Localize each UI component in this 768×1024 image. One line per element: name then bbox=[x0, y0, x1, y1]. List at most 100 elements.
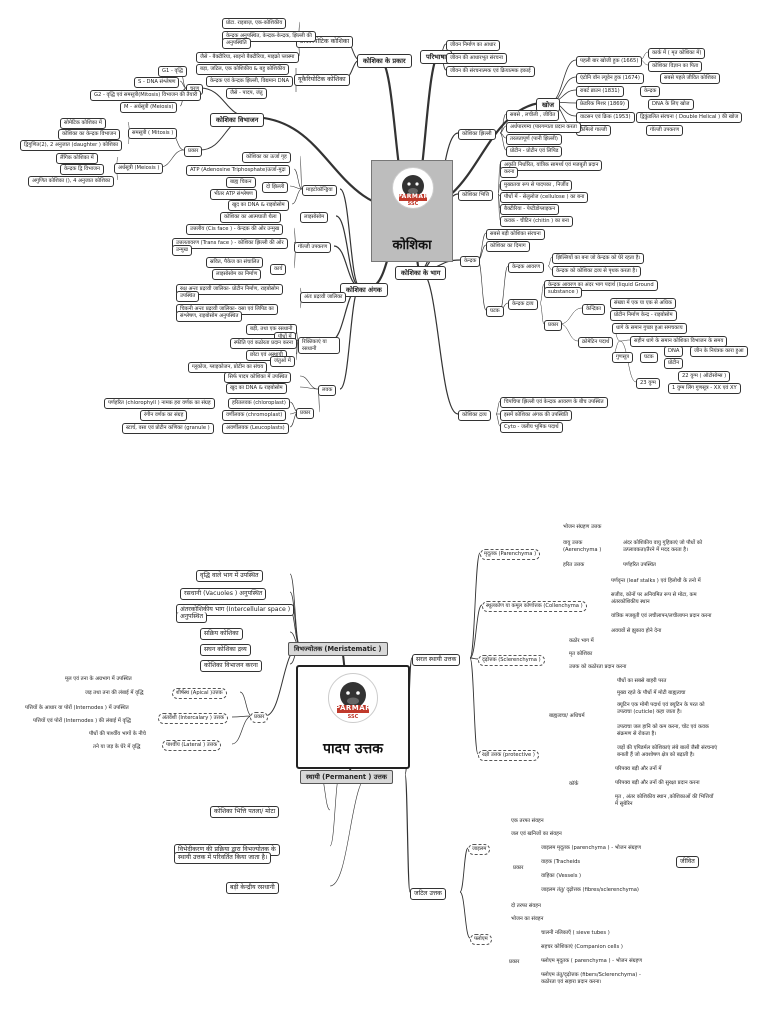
phloem-detail: दो तरफा संवहन bbox=[511, 903, 541, 909]
discovery-detail: कार्क में ( मृत कोशिका में) bbox=[648, 48, 706, 59]
logo-sub: SSC bbox=[407, 201, 419, 207]
xylem-type: जाइलम मृदूतक (parenchyma ) - भोजन संग्रह… bbox=[541, 845, 642, 851]
parmar-ssc-logo: PARMAR SSC bbox=[392, 167, 434, 209]
phloem-type: सहचर कोशिकाएं (Companion cells ) bbox=[541, 944, 623, 950]
phloem-detail: भोजन का संवहन bbox=[511, 916, 544, 922]
chromosome-node: गुणसूत्र bbox=[612, 352, 634, 363]
branch-cell-types: कोशिका के प्रकार bbox=[357, 54, 412, 69]
map-title-2: पादप उत्तक bbox=[323, 741, 383, 757]
complex-tissue-node: जटिल उत्तक bbox=[410, 888, 446, 900]
discovery-item: फ्रेडरिक मिशर (1869) bbox=[576, 99, 629, 110]
wall-detail: मुख्यतया रूप से पादपका , निर्जीव bbox=[500, 180, 573, 191]
meiosis-detail: लैंगिक कोशिका में bbox=[56, 153, 98, 164]
connector-line bbox=[499, 125, 507, 134]
parenchyma-detail: पर्णहरित उपस्थित bbox=[623, 562, 656, 568]
wall-detail: अकृति निर्धारित, यांत्रिक सामर्थ्य एवं म… bbox=[500, 160, 603, 171]
xylem-types: प्रकार bbox=[513, 865, 524, 871]
phloem-type: कठोरता एवं सहारा प्रदान करना। bbox=[541, 979, 602, 985]
connector-line bbox=[299, 155, 303, 190]
membrane-detail: अर्धपारगम्य (पारगम्यता प्रदान करता bbox=[506, 122, 581, 133]
connector-line bbox=[469, 657, 479, 755]
xylem-type: वाहिका (Vessels ) bbox=[541, 873, 582, 879]
living-label: जीवित bbox=[676, 856, 699, 868]
xylem-node: जाइलम bbox=[468, 844, 491, 855]
wall-detail: पौधों में - सेलुलोज (cellulose ) का बना bbox=[500, 192, 589, 203]
mito-detail: कोशिका का ऊर्जा गृह bbox=[242, 152, 291, 163]
parenchyma-detail: अंदर कोशिकीय वायु गुहिकाएं जो पौधों को bbox=[623, 540, 703, 546]
cell-center-node: PARMAR SSC कोशिका bbox=[371, 160, 453, 262]
golgi-function: कार्य bbox=[270, 264, 287, 275]
connector-line bbox=[231, 715, 253, 745]
mito-detail: खुद का DNA & राइबोसोम bbox=[228, 200, 289, 211]
meristematic-node: विभज्योतक (Meristematic ) bbox=[288, 642, 388, 657]
cork-detail: परिपक्व बड़ी और तनों में bbox=[615, 766, 662, 772]
apical-detail: मूल एवं तना के अग्रभाग में उपस्थित bbox=[65, 676, 132, 682]
phloem-type: चालनी नलिकाएँ ( sieve tubes ) bbox=[541, 930, 610, 936]
sclerenchyma-node: दृढ़ोत्तक (Sclerenchyma ) bbox=[478, 655, 545, 666]
connector-line bbox=[329, 773, 341, 847]
collenchyma-detail: पर्णवृन्त (leaf stalks ) एवं हिलोथी के त… bbox=[611, 578, 701, 584]
chromatin-detail: धागे के समान गुच्छा हुआ समचकाय bbox=[612, 323, 687, 334]
branch-cell-parts: कोशिका के भाग bbox=[395, 266, 447, 281]
simple-tissue-node: सरल स्थायी उत्तक bbox=[412, 654, 461, 666]
connector-line bbox=[469, 552, 481, 659]
connector-line bbox=[295, 340, 299, 361]
golgi-node: गॉल्जी उपकरण bbox=[294, 242, 332, 253]
epidermis-detail: बनाती हैं जो अवशोषण क्षेत्र को बढ़ाती है… bbox=[617, 752, 695, 758]
discovery-item: पहली बार खोजी हुक (1665) bbox=[576, 56, 643, 67]
connector-line bbox=[239, 691, 253, 717]
membrane-node: कोशिका झिल्ली bbox=[458, 129, 496, 140]
meri-prop: रसधानी (Vacuoles ) अनुपस्थित bbox=[180, 588, 267, 600]
mitosis-node: समसूत्री ( Mitosis ) bbox=[128, 128, 178, 139]
nucleolus-detail: प्रोटीन निर्माण केन्द्र - राइबोसोम bbox=[610, 310, 677, 321]
cytoplasm-detail: इसमें कोशिका अंगक की उपस्थिति bbox=[500, 410, 573, 421]
mitosis-detail: कोशिका का केन्द्रक विभाजन bbox=[58, 129, 121, 140]
phloem-node: फ्लोएम bbox=[470, 934, 492, 945]
cork-detail: में सुबेरिन bbox=[615, 801, 633, 807]
branch-cell-organelles: कोशिका अंगक bbox=[340, 283, 388, 298]
parenchyma-node: मृदूतक (Parenchyma ) bbox=[480, 549, 541, 560]
meri-prop: कोशिका विभाजन करना bbox=[200, 660, 262, 672]
definition-item: जीवन की संरचनात्मक एवं क्रियात्मक इकाई bbox=[446, 66, 535, 77]
connector-line bbox=[619, 339, 631, 342]
cork-node: कॉर्क bbox=[569, 781, 579, 787]
wall-detail: बैक्टीरिया - पेप्टीडोग्लाइकन bbox=[500, 204, 560, 215]
mito-detail: बाह्य चिकन bbox=[226, 177, 256, 188]
discovery-detail: केन्द्रक bbox=[640, 86, 661, 97]
wall-node: कोशिका भित्ति bbox=[458, 190, 494, 201]
connector-line bbox=[559, 307, 583, 325]
membrane-detail: प्रोटीन - प्रोटीन एवं लिपिड bbox=[506, 146, 563, 157]
connector-line bbox=[179, 80, 187, 89]
vacuole-detail: जंतुओं में bbox=[270, 356, 295, 367]
phase-item: G1 - वृद्धि bbox=[158, 66, 187, 77]
apical-detail: जड़ तथा तना की लंबाई में वृद्धि bbox=[85, 690, 144, 696]
connector-line bbox=[469, 604, 483, 659]
connector-line bbox=[231, 715, 253, 718]
mitochondria-node: माइटोकॉन्ड्रिया bbox=[302, 185, 337, 196]
pairs-detail: 1 युग्म लिंग गुणसूत्र - XX एवं XY bbox=[668, 383, 741, 394]
dna-node: DNA bbox=[664, 346, 684, 357]
connector-line bbox=[419, 269, 459, 415]
logo-sub: SSC bbox=[347, 714, 359, 720]
parenchyma-detail: भोजन संग्रहण उत्तक bbox=[563, 524, 602, 530]
pairs-node: 23 युग्म bbox=[636, 378, 660, 389]
connector-line bbox=[499, 113, 507, 134]
leucoplast-detail: स्टार्च, वसा एवं प्रोटीन कणिका (granule … bbox=[122, 423, 214, 434]
nucleus-detail: सबसे बड़ी कोशिका संरचना bbox=[486, 229, 545, 240]
connector-line bbox=[339, 188, 361, 288]
golgi-detail: लाइसोसोम का निर्माण bbox=[212, 269, 262, 280]
nuclear-envelope: केन्द्रक आवरण bbox=[508, 262, 545, 273]
er-node: अंतः प्रद्रव्यी जालिका bbox=[300, 292, 347, 303]
connector-line bbox=[539, 302, 545, 325]
lyso-detail: कोशिका का आत्मघाती थैला bbox=[220, 212, 281, 223]
plastid-detail: सिर्फ पादप कोशिका में उपस्थित bbox=[224, 372, 292, 383]
connector-line bbox=[559, 323, 579, 342]
division-types: प्रकार bbox=[184, 146, 203, 157]
meri-prop: वृद्धि वाले भाग में उपस्थित bbox=[196, 570, 263, 582]
meiosis-detail: केन्द्रक द्वि विभाजन bbox=[60, 164, 104, 175]
parmar-ssc-logo-2: PARMAR SSC bbox=[328, 673, 378, 723]
branch-cell-division: कोशिका विभाजन bbox=[210, 113, 265, 128]
chromoplast-node: वर्णीलवक (chromoplast) bbox=[222, 410, 287, 421]
